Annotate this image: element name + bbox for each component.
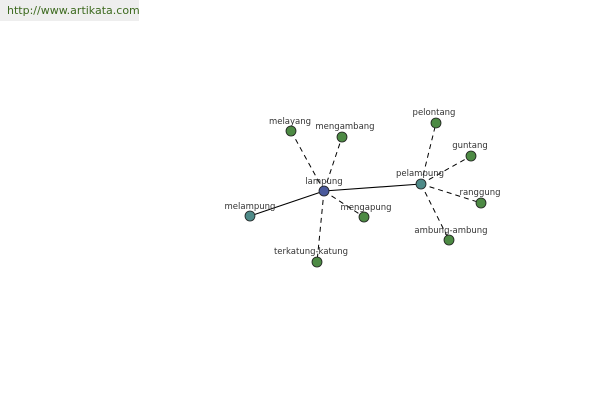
edge-lampung-pelampung bbox=[323, 183, 422, 192]
edge-lampung-melampung bbox=[249, 190, 325, 217]
node-guntang[interactable] bbox=[465, 150, 477, 162]
node-label-ranggung: ranggung bbox=[459, 188, 500, 198]
edge-lampung-mengapung bbox=[323, 190, 365, 218]
node-melayang[interactable] bbox=[285, 125, 297, 137]
node-label-lampung: lampung bbox=[305, 177, 342, 187]
node-label-mengapung: mengapung bbox=[340, 203, 391, 213]
edge-pelampung-guntang bbox=[420, 155, 472, 185]
node-pelontang[interactable] bbox=[430, 117, 442, 129]
edge-lampung-terkatung-katung bbox=[316, 190, 325, 263]
graph-edges bbox=[249, 122, 482, 263]
node-label-pelampung: pelampung bbox=[396, 169, 444, 179]
edge-pelampung-ambung-ambung bbox=[420, 183, 450, 241]
node-ranggung[interactable] bbox=[475, 197, 487, 209]
source-url[interactable]: http://www.artikata.com bbox=[0, 0, 140, 21]
node-label-mengambang: mengambang bbox=[315, 122, 374, 132]
node-label-pelontang: pelontang bbox=[413, 108, 456, 118]
node-label-melampung: melampung bbox=[225, 202, 276, 212]
node-mengambang[interactable] bbox=[336, 131, 348, 143]
edge-pelampung-pelontang bbox=[420, 122, 437, 185]
graph-nodes bbox=[244, 117, 487, 268]
node-terkatung-katung[interactable] bbox=[311, 256, 323, 268]
node-label-ambung-ambung: ambung-ambung bbox=[414, 226, 487, 236]
node-melampung[interactable] bbox=[244, 210, 256, 222]
node-label-guntang: guntang bbox=[452, 141, 488, 151]
edge-lampung-mengambang bbox=[323, 136, 343, 192]
edge-lampung-melayang bbox=[290, 130, 325, 192]
graph-labels: lampung pelampung melampung melayang mengamb… bbox=[225, 108, 501, 257]
node-label-melayang: melayang bbox=[269, 117, 311, 127]
node-pelampung[interactable] bbox=[415, 178, 427, 190]
node-mengapung[interactable] bbox=[358, 211, 370, 223]
node-lampung[interactable] bbox=[318, 185, 330, 197]
node-ambung-ambung[interactable] bbox=[443, 234, 455, 246]
edge-pelampung-ranggung bbox=[420, 183, 482, 204]
node-label-terkatung-katung: terkatung-katung bbox=[274, 247, 348, 257]
